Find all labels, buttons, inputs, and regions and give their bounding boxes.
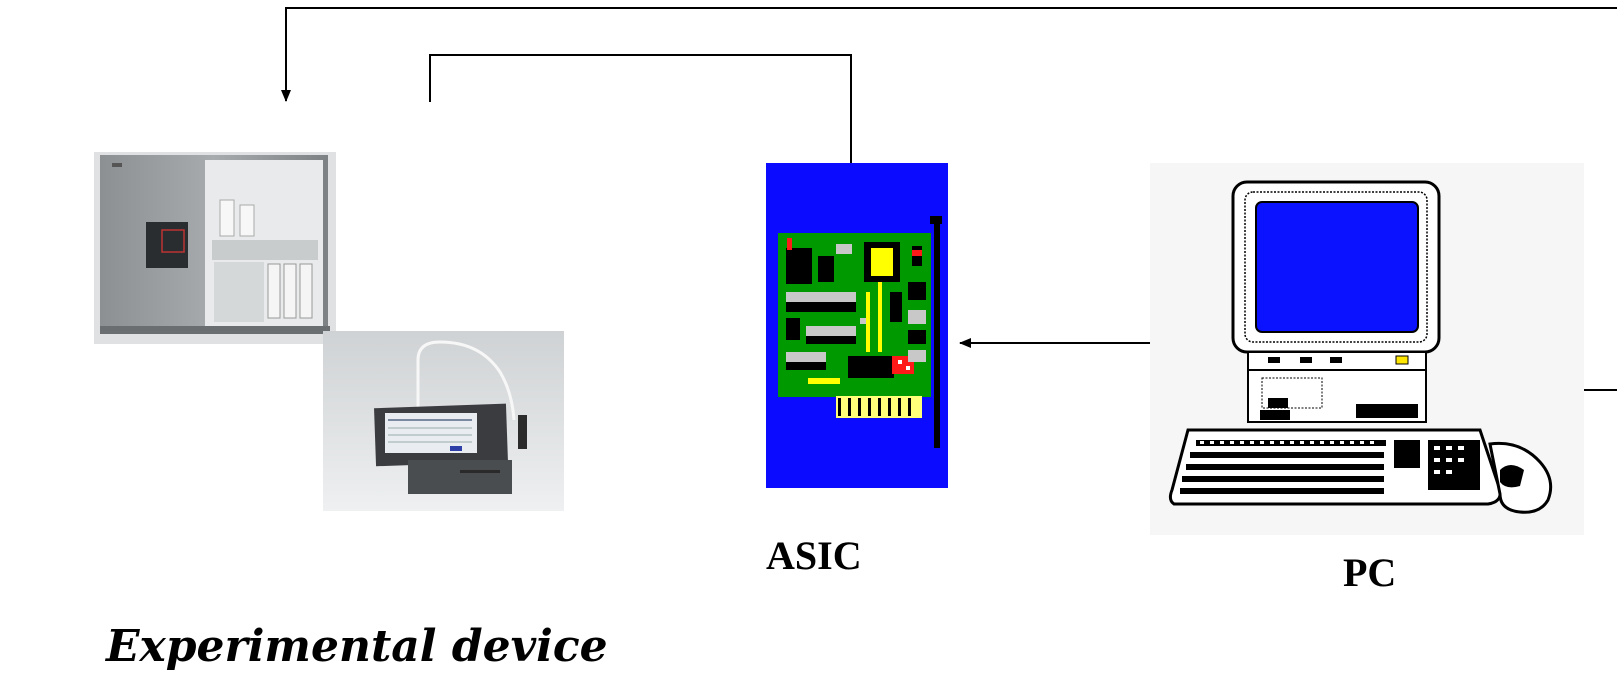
circuit-board-icon	[766, 163, 948, 488]
asic-label: ASIC	[766, 533, 862, 578]
experimental-device-label: Experimental device	[106, 621, 608, 672]
desktop-computer-icon	[1150, 163, 1584, 535]
pc-to-device-feedback-line	[281, 7, 1617, 102]
device-to-asic-line	[429, 54, 852, 163]
analyzer-cabinet-photo	[94, 152, 336, 344]
touchscreen-instrument-photo	[323, 331, 564, 511]
pc-label: PC	[1343, 550, 1397, 595]
